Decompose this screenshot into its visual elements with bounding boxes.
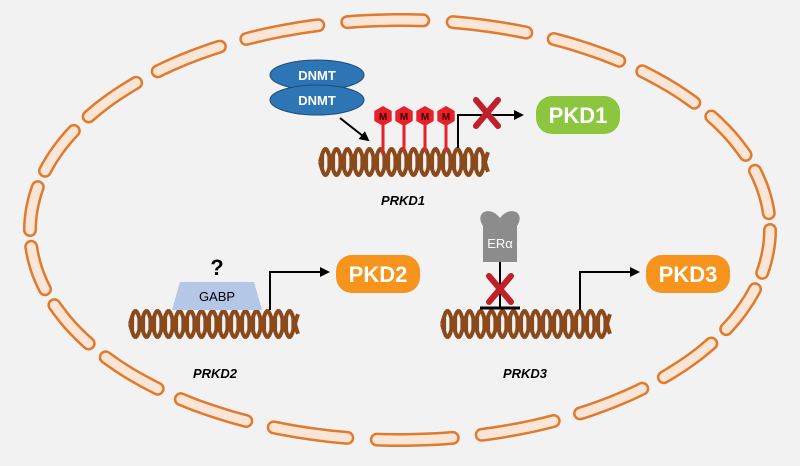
gabp-factor: GABP ? (172, 255, 262, 310)
prkd3-block-cross-icon (486, 273, 514, 305)
methyl-mark-label: M (400, 112, 408, 123)
dnmt-complex: DNMT DNMT (269, 59, 370, 142)
pkd3-label: PKD3 (659, 262, 718, 287)
prkd2-transcription-arrow (269, 267, 330, 310)
dnmt-top: DNMT (269, 59, 365, 91)
methyl-mark-label: M (421, 112, 429, 123)
methyl-mark-label: M (442, 112, 450, 123)
prkd2-gene-label: PRKD2 (193, 366, 238, 381)
pkd2-label: PKD2 (349, 262, 408, 287)
gabp-question-mark: ? (210, 255, 223, 280)
dnmt-bottom: DNMT (269, 84, 365, 116)
pkd2-product: PKD2 (336, 255, 420, 293)
prkd1-dna-helix (318, 147, 490, 177)
cell-membrane (23, 13, 777, 447)
methyl-mark: M (374, 106, 392, 152)
pkd1-product: PKD1 (536, 96, 620, 134)
gabp-label: GABP (199, 289, 235, 304)
pkd1-label: PKD1 (549, 103, 608, 128)
prkd1-transcription-arrow (457, 110, 524, 148)
prkd1-block-cross-icon (473, 97, 501, 129)
prkd3-dna-helix (440, 309, 612, 339)
prkd2-dna-helix (128, 309, 300, 339)
dnmt-bottom-label: DNMT (298, 93, 336, 108)
pkd3-product: PKD3 (646, 255, 730, 293)
prkd1-gene-label: PRKD1 (381, 193, 425, 208)
methyl-mark: M (416, 106, 434, 152)
er-alpha-label: ERα (487, 236, 513, 251)
methyl-mark: M (437, 106, 455, 152)
dnmt-top-label: DNMT (298, 68, 336, 83)
prkd3-gene-label: PRKD3 (503, 366, 548, 381)
methyl-mark-label: M (379, 112, 387, 123)
prkd3-transcription-arrow (579, 267, 640, 310)
dnmt-arrow (339, 117, 370, 142)
methyl-mark: M (395, 106, 413, 152)
